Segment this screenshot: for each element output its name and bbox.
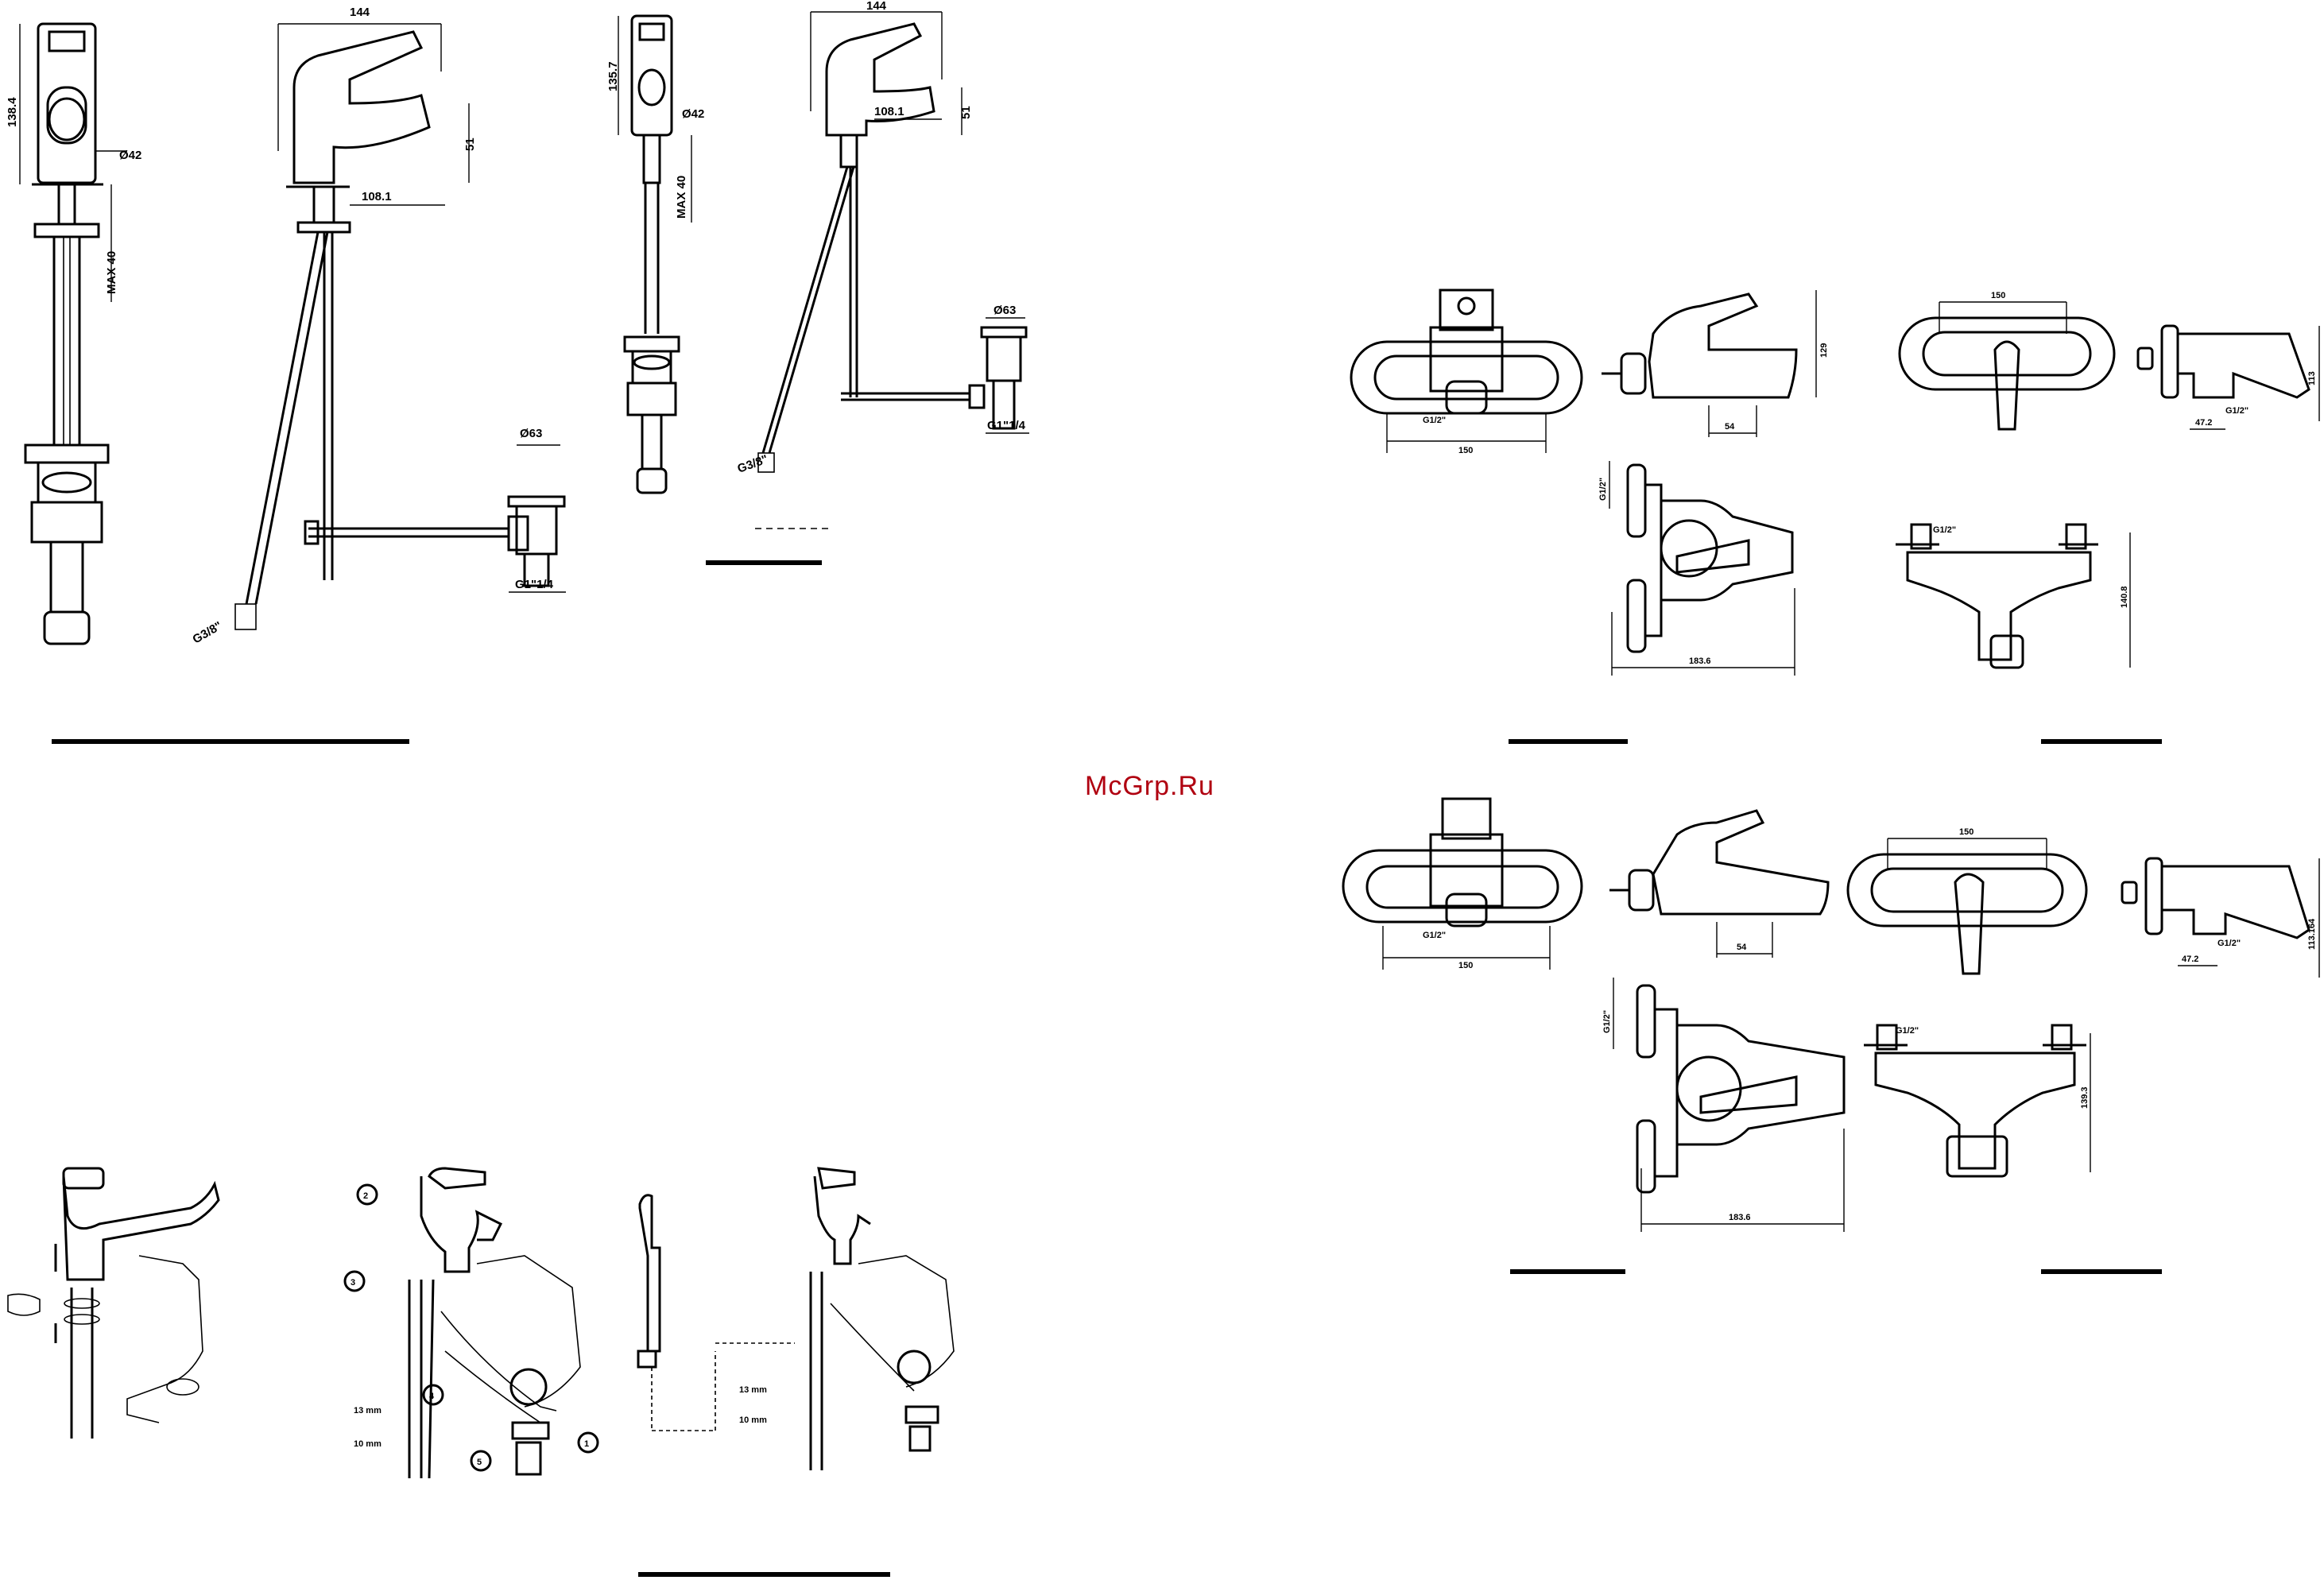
section-rule	[638, 1572, 890, 1577]
bath-mixer-side-drawing-1: 54 129	[1602, 290, 1829, 437]
bath-mixer-top-drawing-1: G1/2" 183.6	[1598, 461, 1795, 676]
step3-label: 3	[351, 1278, 355, 1288]
bidet-front-drawing: 135.7 Ø42 MAX 40	[606, 16, 704, 493]
bidet-install-drawing: 13 mm 10 mm	[638, 1168, 954, 1470]
bath-mixer-front-drawing-2: G1/2" 150	[1343, 799, 1582, 970]
bath2-spout-label: 54	[1737, 943, 1747, 952]
step2-label: 2	[363, 1191, 368, 1201]
bath-mixer-side-drawing-2: 54	[1609, 811, 1828, 958]
section-rule	[1510, 1269, 1625, 1274]
basin-mixer-side-drawing: 144 51 108.1 G3/8"	[191, 6, 478, 646]
bath1-width-label: 150	[1458, 446, 1473, 455]
shower1-height-label: 113	[2307, 371, 2317, 385]
shower-mixer-front-drawing-1: 150	[1900, 291, 2114, 429]
step4-label: 4	[429, 1392, 435, 1401]
section-rule	[2041, 1269, 2162, 1274]
bath1-side-g-label: G1/2"	[1598, 478, 1608, 501]
kitchen-mixer-install-drawing	[8, 1168, 219, 1439]
d3-diameter-label: Ø63	[520, 427, 542, 440]
d6-thread-label: G1"1/4	[987, 419, 1026, 432]
inst-size3-label: 13 mm	[739, 1385, 767, 1395]
bath2-side-g-label: G1/2"	[1602, 1010, 1612, 1033]
bath1-depth-label: 183.6	[1689, 656, 1711, 666]
d2-reach-label: 108.1	[362, 190, 392, 203]
shower1-g-label: G1/2"	[2225, 406, 2248, 416]
basin-mixer-install-drawing: 13 mm 10 mm 2 3 4 5 1	[345, 1168, 598, 1478]
shower1-width-label: 150	[1991, 291, 2005, 300]
d3-g-label: G3/8"	[191, 619, 225, 647]
d1-height-label: 138.4	[6, 97, 19, 127]
section-rule	[1509, 739, 1628, 744]
bath-mixer-top-drawing-2: G1/2" 183.6	[1602, 978, 1844, 1232]
bath2-depth-label: 183.6	[1729, 1213, 1751, 1222]
section-rule	[2041, 739, 2162, 744]
bath1-height-label: 129	[1819, 343, 1829, 358]
d2-width-label: 144	[350, 6, 370, 19]
bidet-side-drawing: 144 108.1 51 G3/8" Ø63 G1"1/4	[736, 0, 1029, 529]
d4-diameter-label: Ø42	[682, 107, 704, 121]
shower2-g-label: G1/2"	[2217, 939, 2241, 948]
d5-height-label: 51	[959, 106, 973, 119]
d6-diameter-label: Ø63	[994, 304, 1016, 317]
shower2-side-label: 47.2	[2182, 955, 2198, 964]
inst-size1-label: 13 mm	[354, 1406, 382, 1415]
step5-label: 5	[477, 1458, 482, 1467]
shower1-depth-label: 140.8	[2120, 586, 2129, 608]
shower1-side-label: 47.2	[2195, 418, 2212, 428]
bath2-width-label: 150	[1458, 961, 1473, 970]
shower2-width-label: 150	[1959, 827, 1973, 837]
d5-width-label: 144	[866, 0, 887, 13]
shower-mixer-front-drawing-2: 150	[1848, 827, 2086, 974]
bath1-spout-label: 54	[1725, 422, 1735, 432]
d1-max-label: MAX 40	[105, 251, 118, 294]
d4-height-label: 135.7	[606, 61, 620, 91]
shower2-depth-label: 139.3	[2080, 1086, 2090, 1109]
shower2-height-label: 113.164	[2307, 918, 2317, 950]
d3-thread-label: G1"1/4	[515, 578, 554, 591]
d5-reach-label: 108.1	[874, 105, 904, 118]
shower-mixer-top-drawing-2: 139.3 G1/2"	[1864, 1025, 2090, 1176]
shower1-top-g-label: G1/2"	[1933, 525, 1956, 535]
bath-mixer-front-drawing-1: G1/2" 150	[1351, 290, 1582, 455]
d1-diameter-label: Ø42	[119, 149, 141, 162]
shower-mixer-side-drawing-2: 47.2 G1/2" 113.164	[2122, 858, 2319, 978]
section-rule	[52, 739, 409, 744]
bath2-g-label: G1/2"	[1423, 931, 1446, 940]
inst-size2-label: 10 mm	[354, 1439, 382, 1449]
shower-mixer-side-drawing-1: 47.2 G1/2" 113	[2138, 326, 2319, 429]
step1-label: 1	[584, 1439, 589, 1449]
d2-height-label: 51	[463, 137, 477, 151]
shower-mixer-top-drawing-1: 140.8 G1/2"	[1896, 525, 2130, 668]
shower2-top-g-label: G1/2"	[1896, 1026, 1919, 1036]
inst-size4-label: 10 mm	[739, 1415, 767, 1425]
d4-max-label: MAX 40	[675, 176, 688, 219]
bath1-g-label: G1/2"	[1423, 416, 1446, 425]
basin-mixer-front-drawing: 138.4 Ø42 MAX 40	[6, 24, 141, 644]
section-rule	[706, 560, 822, 565]
popup-waste-drawing: Ø63 G1"1/4	[305, 427, 566, 592]
